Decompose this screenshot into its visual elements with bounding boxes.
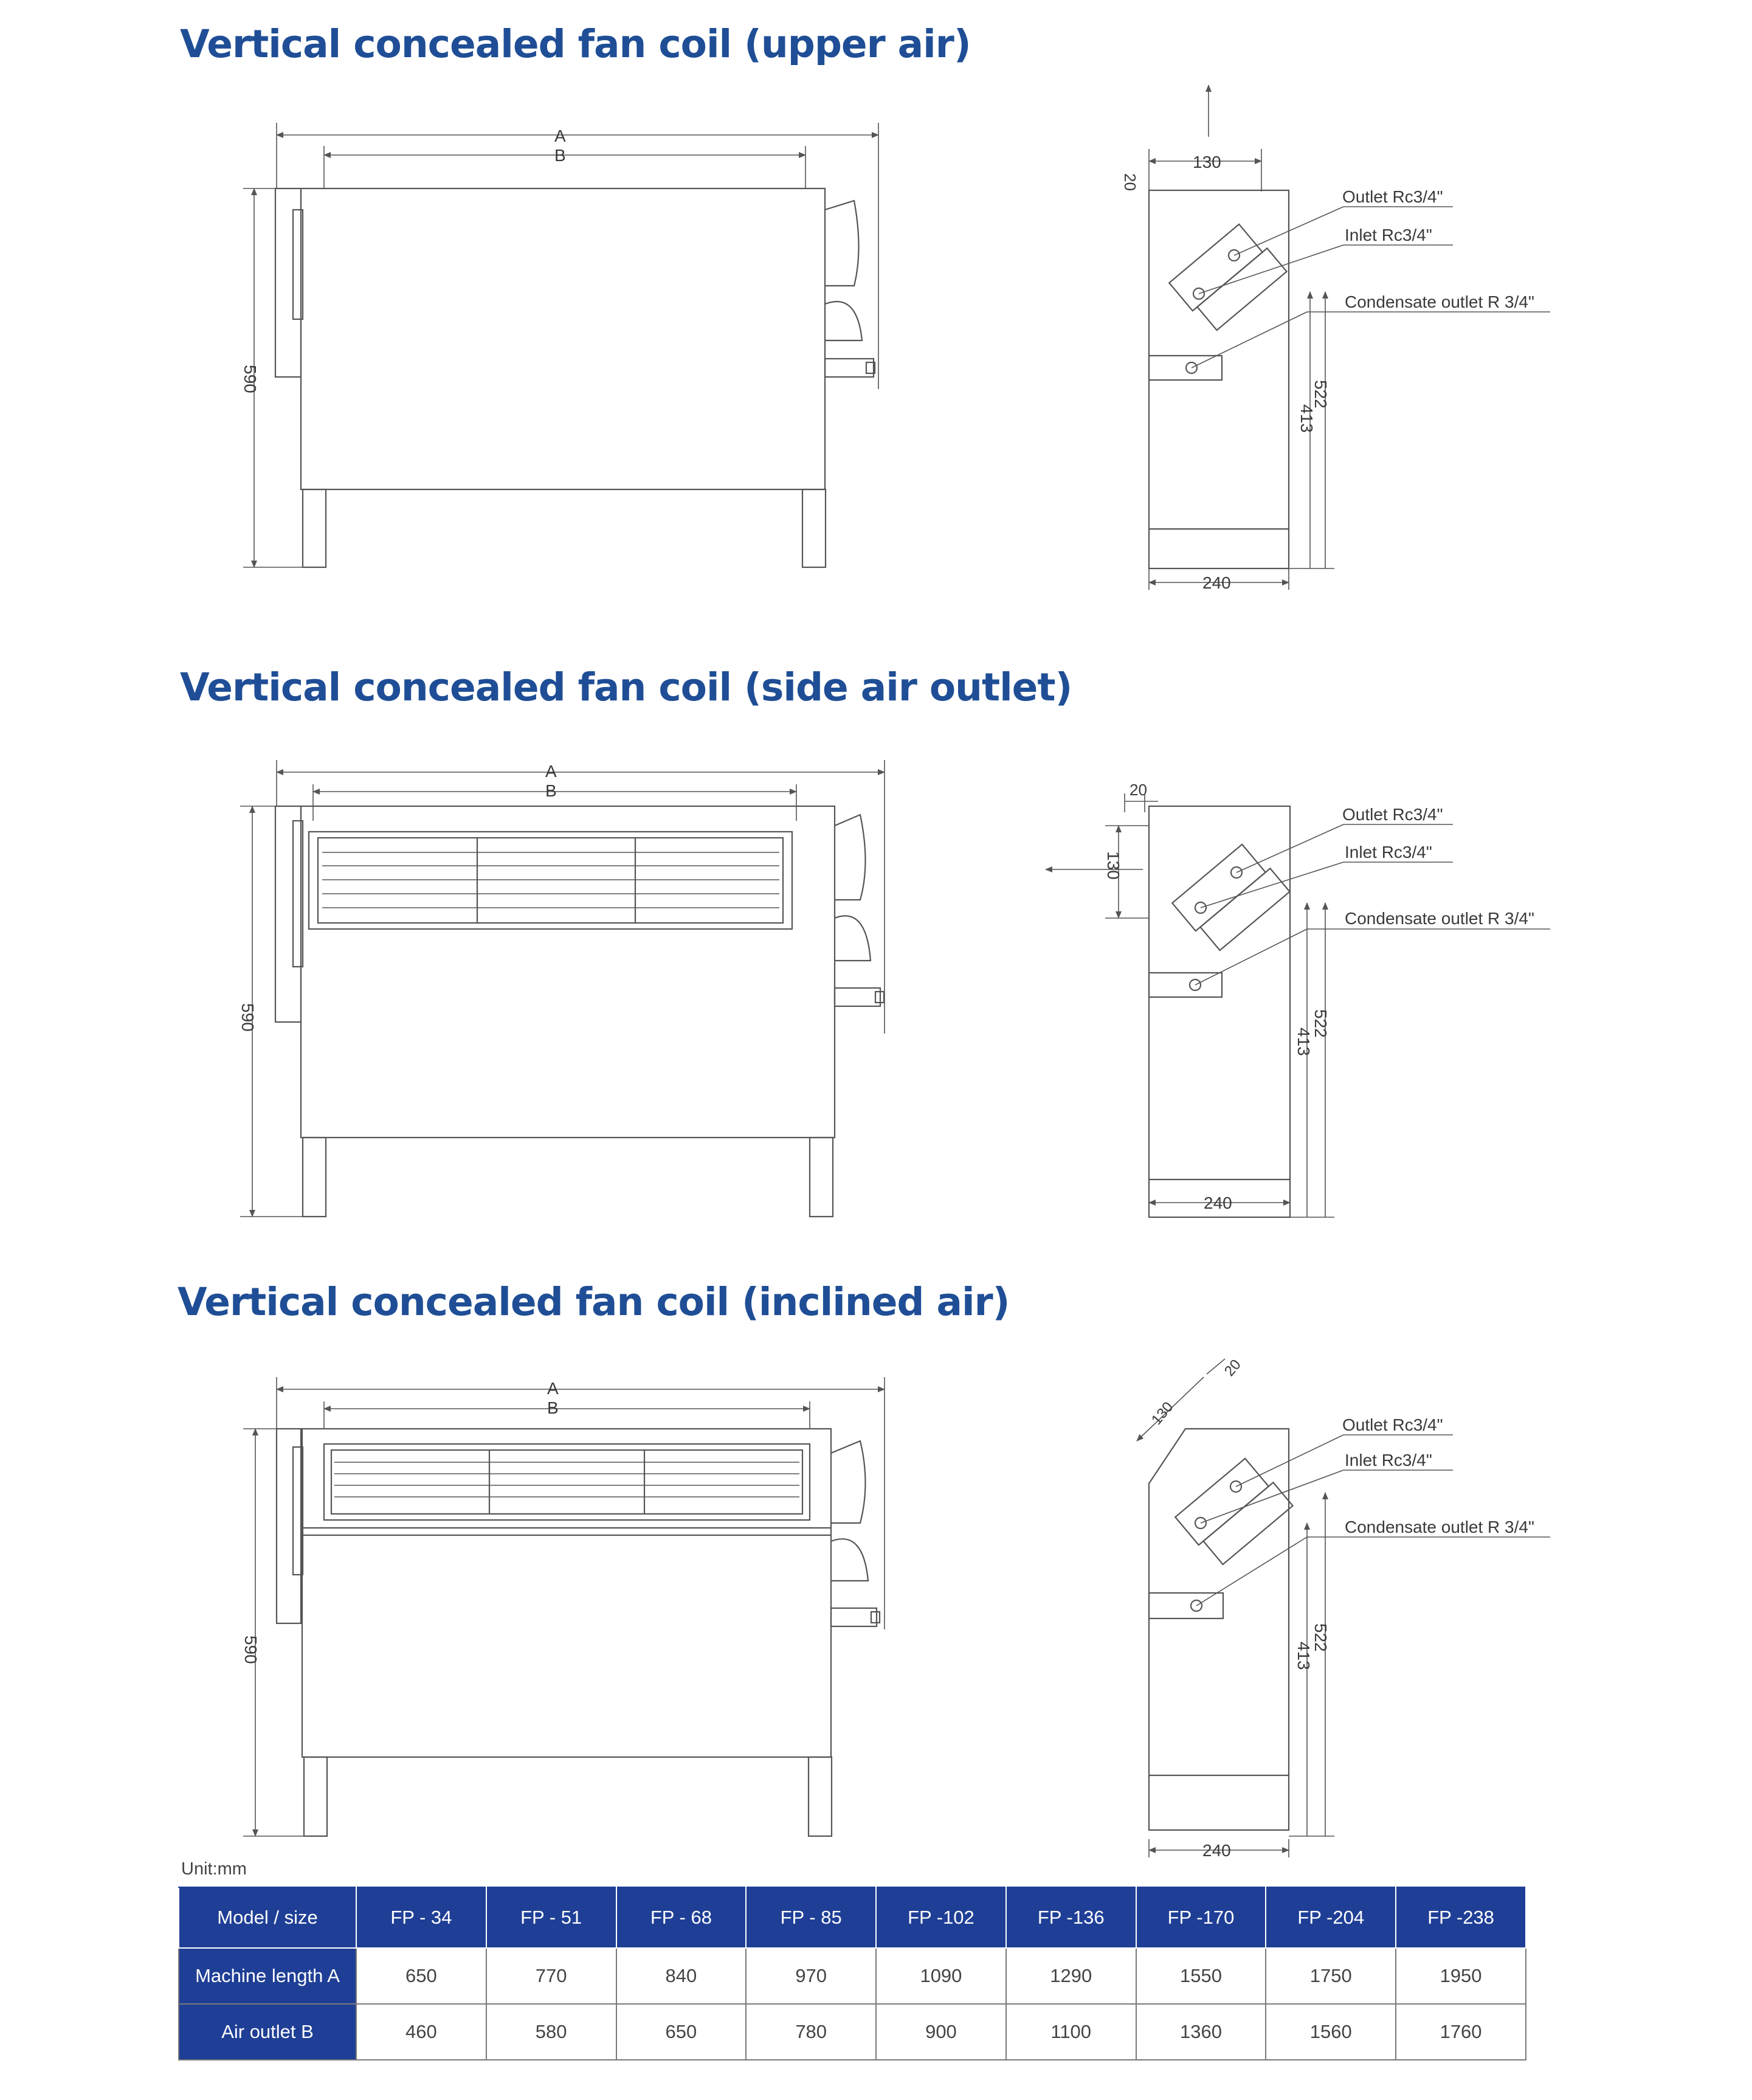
- section-title-inclined-air: Vertical concealed fan coil (inclined ai…: [178, 1280, 1010, 1324]
- svg-text:B: B: [545, 781, 557, 800]
- dim-a-label: A: [554, 126, 566, 145]
- condensate-label: Condensate outlet R 3/4": [1345, 292, 1534, 311]
- table-row: Air outlet B 460 580 650 780 900 1100 13…: [178, 2003, 1526, 2060]
- depth-label: 240: [1202, 573, 1231, 592]
- header-cell: FP - 85: [745, 1887, 877, 1949]
- svg-text:130: 130: [1148, 1399, 1176, 1428]
- header-cell: FP - 34: [356, 1887, 487, 1949]
- table-cell: 650: [615, 2003, 747, 2060]
- svg-text:20: 20: [1121, 173, 1139, 191]
- svg-text:Condensate outlet R 3/4": Condensate outlet R 3/4": [1345, 1518, 1534, 1536]
- svg-text:A: A: [545, 762, 557, 781]
- table-cell: 1550: [1135, 1947, 1267, 2005]
- header-cell: FP -102: [875, 1887, 1007, 1949]
- svg-text:240: 240: [1202, 1841, 1231, 1860]
- table-cell: 1750: [1265, 1947, 1397, 2005]
- svg-text:522: 522: [1311, 1009, 1330, 1038]
- table-cell: 900: [875, 2003, 1007, 2060]
- svg-text:590: 590: [241, 1635, 260, 1664]
- outlet-label: Outlet Rc3/4": [1342, 187, 1443, 206]
- svg-text:Inlet Rc3/4": Inlet Rc3/4": [1345, 843, 1432, 862]
- svg-text:Condensate outlet R 3/4": Condensate outlet R 3/4": [1345, 909, 1534, 928]
- svg-text:522: 522: [1311, 380, 1330, 409]
- svg-text:240: 240: [1204, 1193, 1232, 1212]
- svg-text:B: B: [547, 1398, 559, 1417]
- svg-text:413: 413: [1294, 1642, 1313, 1670]
- side-view: 130 20 Outlet Rc3/4" Inlet Rc3/4" Conden…: [1121, 85, 1550, 592]
- side-view: 20 130 Outlet Rc3/4" Inlet Rc3/4" Conden…: [1045, 781, 1550, 1218]
- front-view: A B 590: [241, 1377, 885, 1837]
- top-width-label: 130: [1193, 153, 1221, 171]
- header-cell: FP -204: [1265, 1887, 1397, 1949]
- row-label: Machine length A: [178, 1947, 357, 2005]
- table-cell: 780: [745, 2003, 877, 2060]
- svg-text:522: 522: [1311, 1623, 1330, 1652]
- table-row: Machine length A 650 770 840 970 1090 12…: [178, 1947, 1526, 2005]
- unit-label: Unit:mm: [181, 1859, 247, 1879]
- svg-text:20: 20: [1129, 781, 1147, 799]
- table-cell: 770: [485, 1947, 617, 2005]
- section-title-upper-air: Vertical concealed fan coil (upper air): [180, 22, 971, 66]
- side-view: 130 20 Outlet Rc3/4" Inlet Rc3/4" Conden…: [1136, 1356, 1550, 1860]
- table-header-row: Model / size FP - 34 FP - 51 FP - 68 FP …: [178, 1887, 1526, 1949]
- table-cell: 460: [356, 2003, 487, 2060]
- inclined-air-drawing: A B 590: [241, 1356, 1550, 1860]
- svg-text:413: 413: [1294, 1028, 1313, 1056]
- table-cell: 970: [745, 1947, 877, 2005]
- table-cell: 1290: [1005, 1947, 1137, 2005]
- table-cell: 1560: [1265, 2003, 1397, 2060]
- table-cell: 580: [485, 2003, 617, 2060]
- header-cell: Model / size: [178, 1887, 357, 1949]
- table-cell: 1760: [1395, 2003, 1526, 2060]
- header-cell: FP - 51: [485, 1887, 617, 1949]
- dim-b-label: B: [554, 146, 566, 165]
- table-cell: 840: [615, 1947, 747, 2005]
- svg-text:Inlet Rc3/4": Inlet Rc3/4": [1345, 1451, 1432, 1470]
- side-air-drawing: A B 590 20: [238, 760, 1550, 1218]
- front-view: A B 590: [238, 760, 885, 1218]
- row-label: Air outlet B: [178, 2003, 357, 2060]
- svg-text:413: 413: [1297, 404, 1316, 433]
- header-cell: FP - 68: [615, 1887, 747, 1949]
- svg-text:130: 130: [1104, 851, 1123, 880]
- header-cell: FP -238: [1395, 1887, 1526, 1949]
- svg-text:Outlet Rc3/4": Outlet Rc3/4": [1342, 1415, 1443, 1434]
- front-view: A B 590: [241, 123, 879, 568]
- table-cell: 1950: [1395, 1947, 1526, 2005]
- inlet-label: Inlet Rc3/4": [1345, 226, 1432, 244]
- svg-text:590: 590: [238, 1003, 257, 1032]
- table-cell: 1100: [1005, 2003, 1137, 2060]
- table-cell: 1360: [1135, 2003, 1267, 2060]
- table-cell: 1090: [875, 1947, 1007, 2005]
- table-cell: 650: [356, 1947, 487, 2005]
- header-cell: FP -170: [1135, 1887, 1267, 1949]
- svg-text:Outlet Rc3/4": Outlet Rc3/4": [1342, 805, 1443, 824]
- svg-text:A: A: [547, 1379, 559, 1398]
- svg-text:20: 20: [1221, 1356, 1244, 1380]
- spec-table: Model / size FP - 34 FP - 51 FP - 68 FP …: [178, 1887, 1526, 2060]
- height-label: 590: [241, 365, 260, 393]
- header-cell: FP -136: [1005, 1887, 1137, 1949]
- upper-air-drawing: A B 590 130 20: [241, 85, 1550, 592]
- section-title-side-air: Vertical concealed fan coil (side air ou…: [180, 665, 1072, 710]
